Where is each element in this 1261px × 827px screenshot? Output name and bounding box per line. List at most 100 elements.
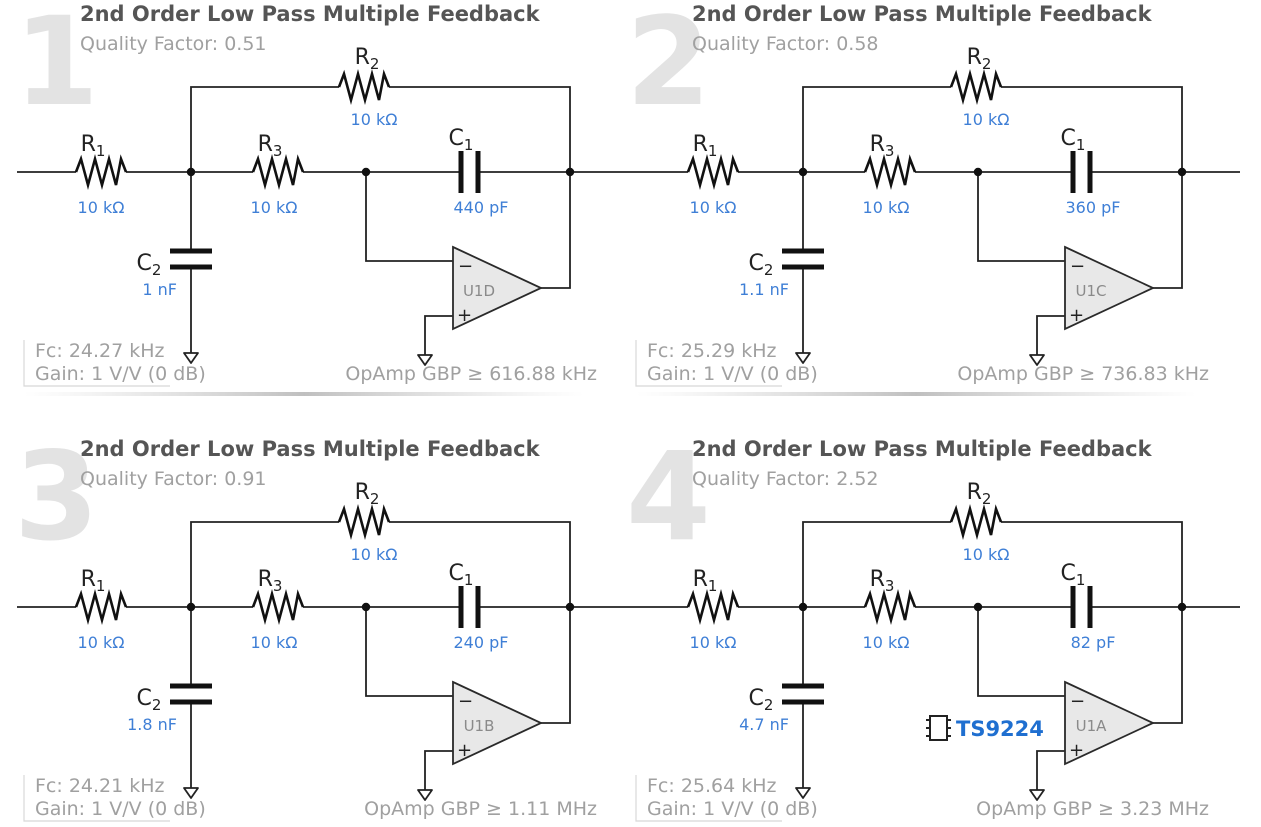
junction-node <box>973 602 983 612</box>
inverting-input-sign: − <box>458 691 473 712</box>
c1-name-subscript: 1 <box>1076 571 1086 589</box>
opamp-u1a: −+U1A <box>1064 680 1156 766</box>
r2-value: 10 kΩ <box>351 110 398 129</box>
r3-value: 10 kΩ <box>251 198 298 217</box>
r3-value: 10 kΩ <box>863 198 910 217</box>
junction-node <box>361 167 371 177</box>
gain-value: Gain: 1 V/V (0 dB) <box>35 798 206 820</box>
c2-name-letter: C <box>137 251 152 276</box>
r3-name-letter: R <box>258 567 273 592</box>
r1-name-subscript: 1 <box>96 577 106 595</box>
quality-factor: Quality Factor: 2.52 <box>692 468 879 490</box>
stage-number: 2 <box>626 0 711 133</box>
c1-name-subscript: 1 <box>1076 136 1086 154</box>
r2-name-letter: R <box>355 45 370 70</box>
r1-value: 10 kΩ <box>78 198 125 217</box>
r2-name-letter: R <box>355 480 370 505</box>
c2-name: C2 <box>749 251 774 279</box>
c2-name-subscript: 2 <box>152 696 162 714</box>
opamp-label: U1C <box>1076 282 1107 300</box>
r1-name-letter: R <box>693 132 708 157</box>
junction-node <box>565 602 575 612</box>
r1-name: R1 <box>81 132 106 160</box>
gain-value: Gain: 1 V/V (0 dB) <box>35 363 206 385</box>
opamp-u1c: − + U1C <box>1064 245 1156 331</box>
stage-title: 2nd Order Low Pass Multiple Feedback <box>692 2 1153 26</box>
c1-value: 440 pF <box>454 198 509 217</box>
c2-name: C2 <box>137 686 162 714</box>
r2-name-subscript: 2 <box>370 55 380 73</box>
quality-factor: Quality Factor: 0.51 <box>80 33 267 55</box>
c1-name: C1 <box>1061 126 1086 154</box>
r2-name: R2 <box>967 45 992 73</box>
info-frame <box>635 340 782 387</box>
r3-name: R3 <box>258 132 283 160</box>
opamp-u1d: −+U1D <box>452 245 544 331</box>
c1-name-subscript: 1 <box>464 136 474 154</box>
r2-name-subscript: 2 <box>982 55 992 73</box>
capacitor-c2: C21.1 nF <box>739 248 824 299</box>
r3-name-letter: R <box>870 132 885 157</box>
c2-name-letter: C <box>137 686 152 711</box>
r1-name-letter: R <box>81 132 96 157</box>
c2-name-subscript: 2 <box>764 261 774 279</box>
r3-value: 10 kΩ <box>251 633 298 652</box>
capacitor-c1: C1 440 pF <box>449 126 509 217</box>
r2-name-letter: R <box>967 45 982 70</box>
r1-value: 10 kΩ <box>78 633 125 652</box>
c1-name: C1 <box>449 561 474 589</box>
opamp-u1b: −+U1B <box>452 680 544 766</box>
r1-name-letter: R <box>81 567 96 592</box>
chip-badge[interactable]: TS9224 <box>926 715 1044 741</box>
info-frame <box>23 775 170 822</box>
circuit-wires <box>612 86 1240 346</box>
junction-node <box>186 602 196 612</box>
opamp-label: U1D <box>463 282 495 300</box>
resistor-r3: R3 10 kΩ <box>251 132 305 217</box>
ground-icon <box>1029 781 1045 801</box>
junction-node <box>798 602 808 612</box>
resistor-r1: R1 10 kΩ <box>74 132 128 217</box>
ground-icon <box>795 344 811 364</box>
ground-icon <box>183 779 199 799</box>
opamp-label: U1B <box>464 717 495 735</box>
quality-factor: Quality Factor: 0.58 <box>692 33 879 55</box>
c2-name-letter: C <box>749 686 764 711</box>
cutoff-frequency: Fc: 25.29 kHz <box>647 340 777 362</box>
r2-name: R2 <box>355 480 380 508</box>
r3-name-subscript: 3 <box>885 142 895 160</box>
c2-name-letter: C <box>749 251 764 276</box>
r3-name: R3 <box>258 567 283 595</box>
inverting-input-sign: − <box>1070 256 1085 277</box>
c2-value: 1 nF <box>142 280 177 299</box>
stage-shadow <box>636 392 1196 396</box>
circuit-wires <box>612 521 1240 781</box>
resistor-r1: R1 10 kΩ <box>74 567 128 652</box>
opamp-triangle <box>452 680 544 766</box>
resistor-r3: R3 10 kΩ <box>863 132 917 217</box>
r1-name: R1 <box>693 132 718 160</box>
circuit-wires <box>17 521 612 781</box>
chip-part-number: TS9224 <box>956 717 1044 741</box>
c2-name-subscript: 2 <box>764 696 774 714</box>
stage-title: 2nd Order Low Pass Multiple Feedback <box>80 437 541 461</box>
c1-name-letter: C <box>449 126 464 151</box>
junction-node <box>973 167 983 177</box>
stage-number: 3 <box>14 426 99 568</box>
r3-name-subscript: 3 <box>885 577 895 595</box>
opamp-gbp: OpAmp GBP ≥ 1.11 MHz <box>364 798 597 820</box>
cutoff-frequency: Fc: 25.64 kHz <box>647 775 777 797</box>
junction-node <box>1177 602 1187 612</box>
non-inverting-input-sign: + <box>1069 305 1084 326</box>
r2-value: 10 kΩ <box>963 545 1010 564</box>
gain-value: Gain: 1 V/V (0 dB) <box>647 798 818 820</box>
gain-value: Gain: 1 V/V (0 dB) <box>647 363 818 385</box>
junction-node <box>361 602 371 612</box>
